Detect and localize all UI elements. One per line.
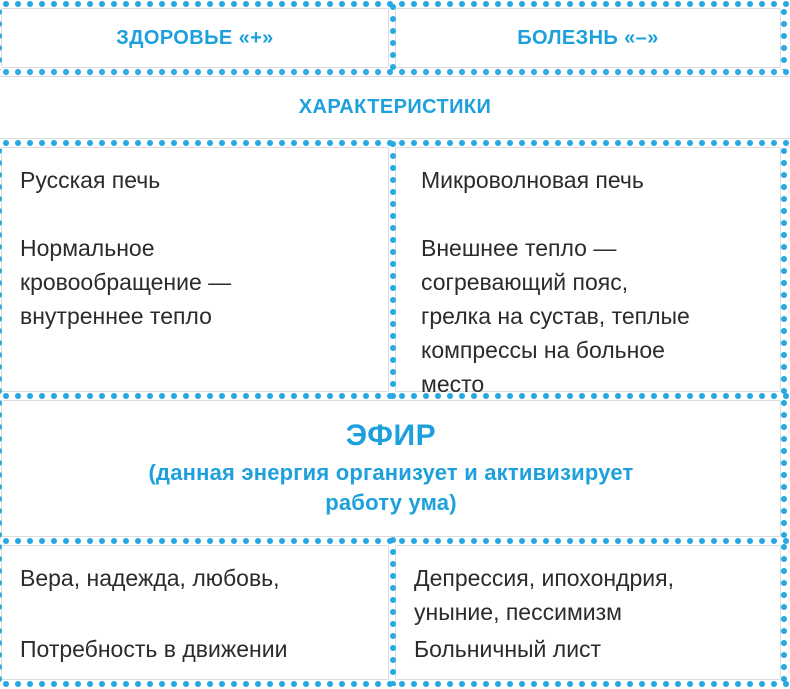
paragraph: Депрессия, ипохондрия, уныние, пессимизм <box>414 565 674 625</box>
paragraph: Больничный лист <box>414 636 602 662</box>
dotted-divider-bottom-row <box>389 534 397 686</box>
bottom-cell-health: Вера, надежда, любовь, Потребность в дви… <box>1 545 389 680</box>
header-health-label: ЗДОРОВЬЕ «+» <box>116 26 274 49</box>
dotted-border-left-header-row <box>0 6 3 70</box>
dotted-border-left-lower <box>0 145 3 682</box>
ether-title: ЭФИР <box>345 419 437 452</box>
header-cell-health: ЗДОРОВЬЕ «+» <box>1 8 389 68</box>
ether-subtitle: (данная энергия организует и активизируе… <box>148 460 634 515</box>
paragraph: Нормальное кровообращение — внутреннее т… <box>20 235 232 329</box>
dotted-divider-content-row <box>389 138 397 402</box>
paragraph: Русская печь <box>20 167 161 193</box>
characteristics-label: ХАРАКТЕРИСТИКИ <box>298 96 492 118</box>
header-illness-label: БОЛЕЗНЬ «–» <box>517 26 659 49</box>
characteristics-band: ХАРАКТЕРИСТИКИ <box>0 76 790 139</box>
dotted-border-right-header-row <box>780 6 788 70</box>
content-cell-health: Русская печь Нормальное кровообращение —… <box>1 147 389 392</box>
ether-band: ЭФИР (данная энергия организует и активи… <box>1 400 781 537</box>
dotted-border-right-lower <box>780 145 788 682</box>
content-cell-illness: Микроволновая печь Внешнее тепло — согре… <box>395 147 781 397</box>
dotted-divider-header-row <box>389 1 397 75</box>
header-cell-illness: БОЛЕЗНЬ «–» <box>395 8 781 68</box>
paragraph: Микроволновая печь <box>421 167 644 193</box>
bottom-cell-illness: Депрессия, ипохондрия, уныние, пессимизм… <box>395 545 781 680</box>
paragraph: Вера, надежда, любовь, <box>20 565 280 591</box>
paragraph: Внешнее тепло — согревающий пояс, грелка… <box>421 235 690 397</box>
paragraph: Потребность в движении <box>20 636 288 662</box>
